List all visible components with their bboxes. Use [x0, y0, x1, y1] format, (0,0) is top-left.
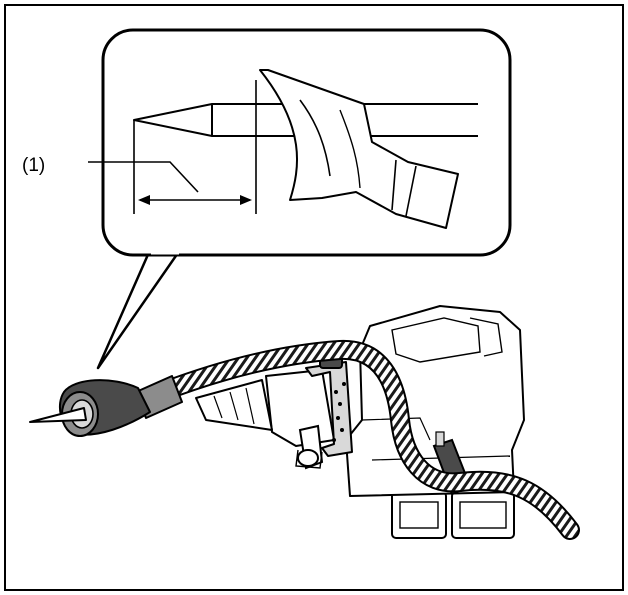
callout-label-1: (1) — [22, 155, 45, 176]
hose-bracket — [305, 361, 353, 457]
chisel-tip — [133, 103, 213, 137]
tool-body — [345, 305, 525, 497]
rotary-hammer-illustration — [29, 305, 580, 540]
inset-detail — [88, 69, 478, 229]
callout-leader — [88, 161, 199, 193]
dust-nozzle — [259, 69, 459, 229]
chisel-point — [29, 407, 87, 423]
callout-pointer — [96, 249, 182, 370]
